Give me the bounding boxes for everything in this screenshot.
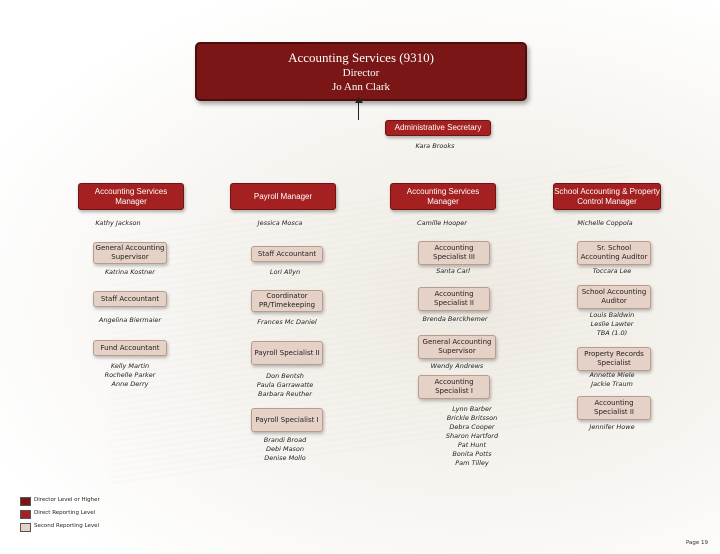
position-title: General Accounting Supervisor — [422, 338, 492, 355]
legend-swatch-second — [20, 523, 31, 532]
position-names: Brenda Berckhemer — [422, 315, 488, 323]
position-title: Accounting Specialist II — [594, 399, 634, 416]
legend-swatch-director — [20, 497, 31, 506]
background-paper-stack — [110, 163, 630, 487]
manager-box-payroll: Payroll Manager — [230, 183, 336, 210]
position-box: General Accounting Supervisor — [93, 242, 167, 264]
manager-box-school-accounting: School Accounting & Property Control Man… — [553, 183, 661, 210]
manager-box-accounting-services-1: Accounting Services Manager — [78, 183, 184, 210]
position-names: Kelly Martin Rochelle Parker Anne Derry — [104, 362, 156, 388]
position-box: Payroll Specialist I — [251, 408, 323, 432]
page-number: Page 19 — [685, 540, 708, 546]
position-title: Staff Accountant — [100, 294, 160, 303]
position-names: Jennifer Howe — [589, 423, 635, 431]
position-names: Annette Miele Jackie Traum — [589, 371, 635, 388]
manager-title: Payroll Manager — [253, 191, 313, 201]
position-title: Accounting Specialist III — [433, 244, 475, 261]
position-box: Coordinator PR/Timekeeping — [251, 290, 323, 312]
position-box: Fund Accountant — [93, 340, 167, 356]
position-box: Accounting Specialist II — [418, 287, 490, 311]
position-names: Lori Allyn — [269, 268, 301, 276]
position-title: Payroll Specialist II — [254, 348, 320, 357]
legend-swatch-direct — [20, 510, 31, 519]
position-names: Frances Mc Daniel — [257, 318, 317, 326]
manager-box-accounting-services-2: Accounting Services Manager — [390, 183, 496, 210]
position-names: Katrina Kostner — [105, 268, 155, 276]
position-title: Staff Accountant — [257, 249, 317, 258]
legend-label: Direct Reporting Level — [34, 510, 96, 516]
admin-secretary-title: Administrative Secretary — [394, 123, 482, 132]
position-names: Santa Carl — [436, 267, 470, 275]
position-box: Accounting Specialist III — [418, 241, 490, 265]
position-title: Accounting Specialist I — [434, 378, 474, 395]
position-box: Accounting Specialist I — [418, 375, 490, 399]
director-name: Jo Ann Clark — [331, 81, 391, 93]
position-names: Lynn Barber Brickle Britsson Debra Coope… — [445, 405, 499, 467]
position-box: Staff Accountant — [251, 246, 323, 262]
position-box: Staff Accountant — [93, 291, 167, 307]
position-names: Louis Baldwin Leslie Lawter TBA (1.0) — [589, 311, 635, 337]
position-box: Accounting Specialist II — [577, 396, 651, 420]
position-box: Sr. School Accounting Auditor — [577, 241, 651, 265]
manager-name: Camille Hooper — [417, 219, 467, 227]
director-role: Director — [342, 67, 380, 79]
position-names: Angelina Biermaier — [98, 316, 162, 324]
manager-title: Accounting Services Manager — [406, 186, 480, 206]
position-names: Wendy Andrews — [430, 362, 484, 370]
legend-label: Second Reporting Level — [34, 523, 99, 529]
connector-line — [358, 98, 359, 120]
position-title: Coordinator PR/Timekeeping — [258, 292, 316, 309]
position-names: Toccara Lee — [592, 267, 632, 275]
admin-secretary-box: Administrative Secretary — [385, 120, 491, 136]
manager-name: Jessica Mosca — [257, 219, 303, 227]
position-box: Property Records Specialist — [577, 347, 651, 371]
director-department: Accounting Services (9310) — [288, 50, 434, 65]
position-box: Payroll Specialist II — [251, 341, 323, 365]
position-title: Payroll Specialist I — [255, 415, 319, 424]
admin-secretary-name: Kara Brooks — [415, 142, 455, 150]
director-box: Accounting Services (9310) Director Jo A… — [195, 42, 527, 101]
position-title: Fund Accountant — [100, 343, 160, 352]
manager-title: School Accounting & Property Control Man… — [554, 186, 660, 206]
legend-label: Director Level or Higher — [34, 497, 100, 503]
position-title: Accounting Specialist II — [434, 290, 474, 307]
manager-title: Accounting Services Manager — [94, 186, 168, 206]
position-title: Sr. School Accounting Auditor — [580, 244, 648, 261]
position-title: Property Records Specialist — [584, 350, 644, 367]
position-title: School Accounting Auditor — [581, 288, 647, 305]
arrow-up-icon — [355, 97, 363, 103]
position-box: School Accounting Auditor — [577, 285, 651, 309]
manager-name: Michelle Coppola — [577, 219, 633, 227]
position-box: General Accounting Supervisor — [418, 335, 496, 359]
position-names: Don Bentsh Paula Garrawatte Barbara Reut… — [256, 372, 314, 398]
manager-name: Kathy Jackson — [95, 219, 141, 227]
position-title: General Accounting Supervisor — [95, 244, 165, 261]
position-names: Brandi Broad Debi Mason Denise Mollo — [263, 436, 307, 462]
